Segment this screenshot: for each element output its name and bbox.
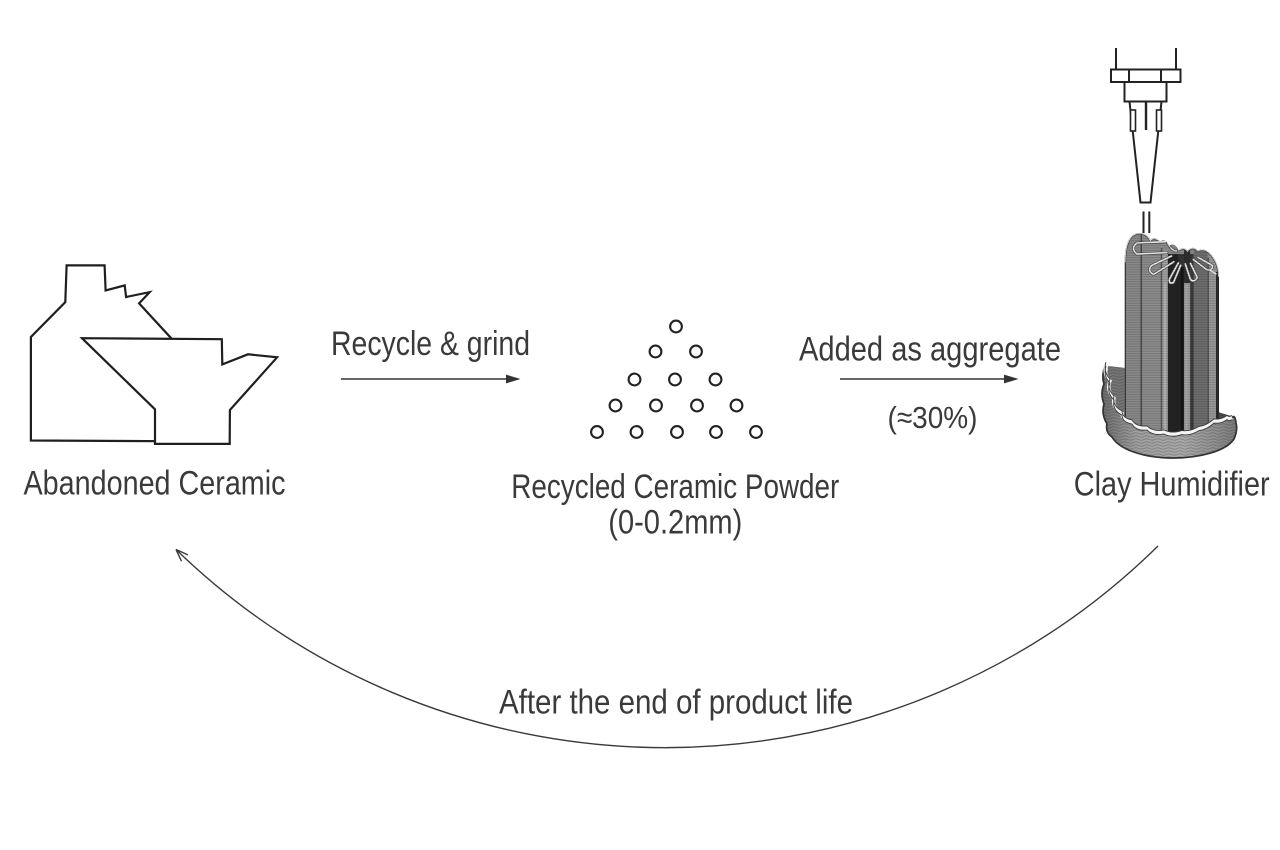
svg-text:After the end of product life: After the end of product life [499, 684, 853, 722]
svg-text:Clay Humidifier: Clay Humidifier [1074, 466, 1270, 504]
svg-text:Recycled Ceramic Powder: Recycled Ceramic Powder [511, 468, 839, 506]
svg-text:Added as aggregate: Added as aggregate [799, 331, 1061, 369]
svg-text:Recycle & grind: Recycle & grind [331, 325, 530, 363]
svg-text:(≈30%): (≈30%) [888, 400, 978, 435]
svg-text:Abandoned Ceramic: Abandoned Ceramic [24, 465, 286, 503]
svg-text:(0-0.2mm): (0-0.2mm) [608, 503, 742, 541]
